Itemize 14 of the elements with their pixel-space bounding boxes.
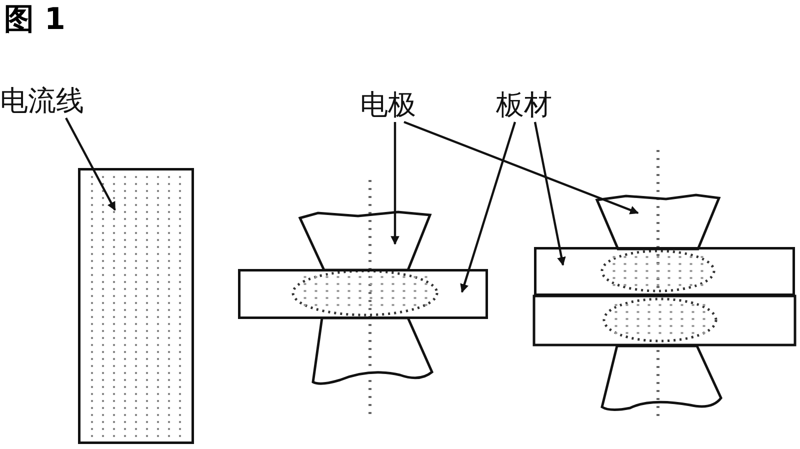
leader-line	[404, 120, 639, 214]
callout-label: 电极	[360, 88, 422, 122]
figure-title: 图 1	[4, 2, 66, 38]
callout-label: 板材	[496, 88, 558, 122]
leader-line	[390, 122, 400, 245]
leader-line	[65, 117, 116, 211]
plate-box	[238, 269, 488, 319]
electrode-shape	[298, 210, 432, 270]
callout-label: 电流线	[0, 84, 90, 118]
plate-box	[534, 247, 795, 296]
leader-line	[534, 122, 566, 266]
leader-line	[460, 122, 516, 293]
electrode-shape	[596, 192, 720, 249]
current-column-box	[78, 168, 194, 444]
